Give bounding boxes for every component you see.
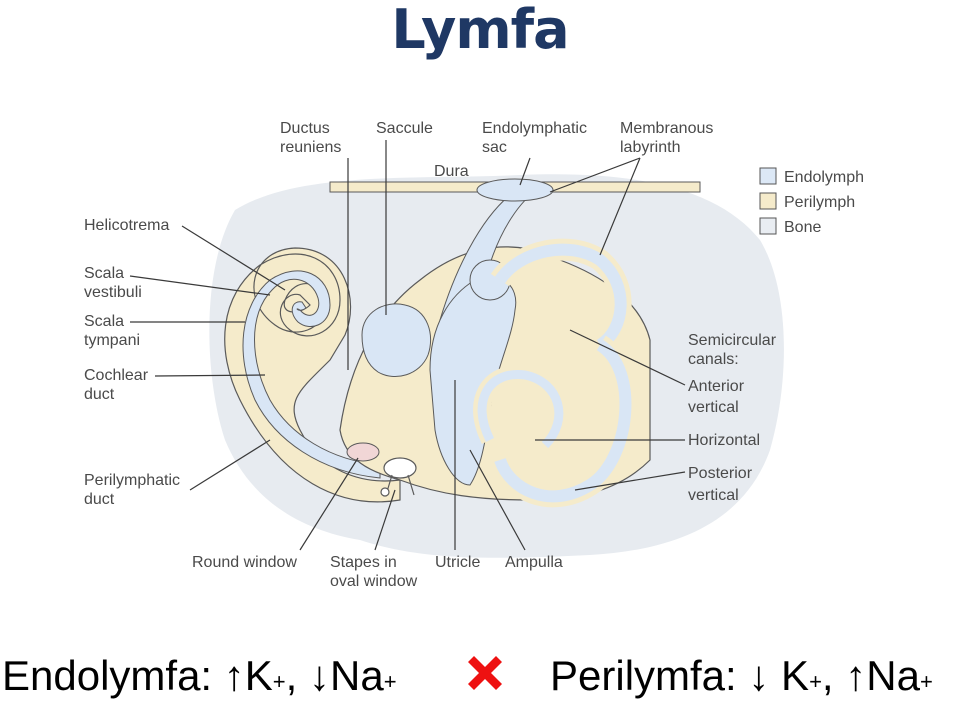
semicircular-canal-anterior-duct [495,243,627,351]
svg-text:oval window: oval window [330,573,418,590]
svg-text:vestibuli: vestibuli [84,284,142,301]
cross-icon [468,656,502,690]
page-title: Lymfa [391,0,569,61]
label-posterior-vertical-2: vertical [688,487,739,504]
legend-label-endolymph: Endolymph [784,169,864,186]
label-cochlear-duct-1: Cochlear [84,367,149,384]
label-anterior-vertical-2: vertical [688,399,739,416]
semicircular-canal-posterior-duct [494,339,632,503]
saccule-shape [361,303,432,377]
stapes-icon [380,457,417,497]
ion-comparison: Endolymfa: ↑K+, ↓Na+ Perilymfa: ↓ K+, ↑N… [0,648,960,704]
svg-text:Perilymph: Perilymph [784,194,855,211]
label-scala-tympani-1: Scala [84,313,124,330]
svg-text:Ductus: Ductus [280,120,330,137]
label-utricle: Utricle [435,554,480,571]
perilymph-na-charge: + [919,669,933,694]
svg-text:Ampulla: Ampulla [505,554,563,571]
endolymph-sep: , [285,652,298,699]
label-membranous-labyrinth-1: Membranous [620,120,713,137]
legend-swatch-endolymph [759,167,777,185]
perilymph-label: Perilymfa: [550,652,737,699]
svg-text:Cochlear: Cochlear [84,367,149,384]
svg-text:Dura: Dura [434,163,469,180]
label-ampulla: Ampulla [505,554,563,571]
semicircular-canal-horizontal-duct [477,369,564,449]
label-endolymphatic-sac-2: sac [482,139,507,156]
svg-text:Helicotrema: Helicotrema [84,217,169,234]
legend: Endolymph Perilymph Bone [759,167,864,236]
endolymph-na: ↓Na [309,652,384,699]
svg-text:sac: sac [482,139,507,156]
label-scala-vestibuli-2: vestibuli [84,284,142,301]
perilymph-summary: Perilymfa: ↓ K+, ↑Na+ [550,648,933,704]
label-endolymphatic-sac-1: Endolymphatic [482,120,587,137]
label-anterior-vertical-1: Anterior [688,378,745,395]
perilymph-k-charge: + [809,669,822,694]
label-stapes-2: oval window [330,573,418,590]
svg-text:Endolymphatic: Endolymphatic [482,120,587,137]
perilymph-k: ↓ K [748,652,810,699]
legend-label-bone: Bone [784,219,821,236]
svg-text:Scala: Scala [84,313,124,330]
round-window-shape [346,442,380,462]
svg-text:Horizontal: Horizontal [688,432,760,449]
label-semicircular-canals-1: Semicircular [688,332,777,349]
perilymph-na: ↑Na [845,652,920,699]
svg-text:Scala: Scala [84,265,124,282]
label-saccule: Saccule [376,120,433,137]
label-scala-vestibuli-1: Scala [84,265,124,282]
label-perilymphatic-duct-1: Perilymphatic [84,472,180,489]
label-membranous-labyrinth-2: labyrinth [620,139,680,156]
cochlear-duct [242,270,381,479]
svg-text:Utricle: Utricle [435,554,480,571]
label-horizontal: Horizontal [688,432,760,449]
svg-text:Perilymphatic: Perilymphatic [84,472,180,489]
endolymph-k: ↑K [223,652,273,699]
label-scala-tympani-2: tympani [84,332,140,349]
label-ductus-reuniens-2: reuniens [280,139,341,156]
label-dura: Dura [434,163,469,180]
inner-ear-diagram: Ductus reuniens Saccule Dura Endolymphat… [84,120,864,590]
svg-text:Round window: Round window [192,554,297,571]
legend-label-perilymph: Perilymph [784,194,855,211]
svg-text:labyrinth: labyrinth [620,139,680,156]
svg-text:reuniens: reuniens [280,139,341,156]
svg-text:Anterior: Anterior [688,378,745,395]
svg-text:vertical: vertical [688,487,739,504]
endolymphatic-sac [476,178,554,202]
svg-text:duct: duct [84,386,115,403]
perilymph-sep: , [821,652,834,699]
endolymph-na-charge: + [383,669,397,694]
label-posterior-vertical-1: Posterior [688,465,753,482]
endolymph-label: Endolymfa: [2,652,213,699]
svg-text:Stapes in: Stapes in [330,554,397,571]
svg-text:Posterior: Posterior [688,465,753,482]
leader-lines [129,140,686,551]
label-stapes-1: Stapes in [330,554,397,571]
legend-swatch-perilymph [759,192,777,210]
label-round-window: Round window [192,554,297,571]
endolymph-k-charge: + [272,669,286,694]
svg-text:Bone: Bone [784,219,821,236]
svg-text:duct: duct [84,491,115,508]
svg-text:Endolymph: Endolymph [784,169,864,186]
svg-text:vertical: vertical [688,399,739,416]
svg-text:canals:: canals: [688,351,739,368]
svg-text:Semicircular: Semicircular [688,332,777,349]
endolymph-summary: Endolymfa: ↑K+, ↓Na+ [2,648,397,704]
svg-text:Saccule: Saccule [376,120,433,137]
label-perilymphatic-duct-2: duct [84,491,115,508]
svg-text:tympani: tympani [84,332,140,349]
label-ductus-reuniens-1: Ductus [280,120,330,137]
legend-swatch-bone [759,217,777,235]
label-helicotrema: Helicotrema [84,217,169,234]
label-cochlear-duct-2: duct [84,386,115,403]
label-semicircular-canals-2: canals: [688,351,739,368]
utricle-shape [429,276,517,486]
svg-text:Membranous: Membranous [620,120,713,137]
